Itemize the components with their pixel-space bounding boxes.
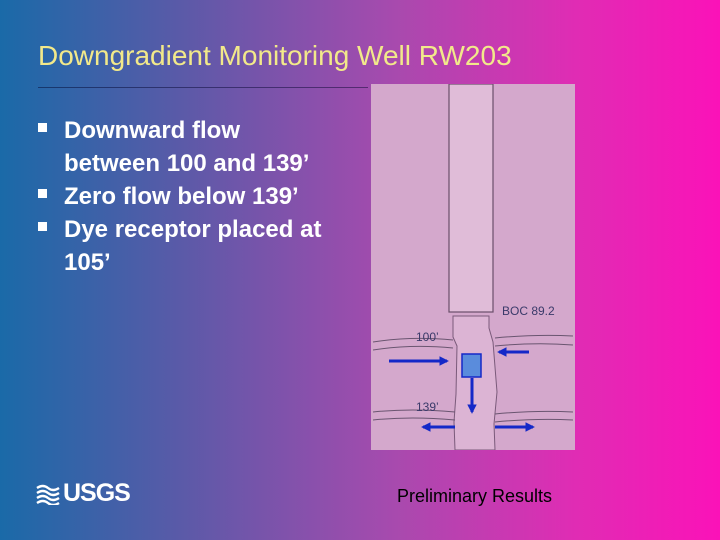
usgs-logo-text: USGS — [63, 479, 131, 507]
square-bullet-icon — [38, 123, 47, 132]
usgs-logo: USGS — [36, 479, 131, 507]
bullet-text: Zero flow below 139’ — [64, 183, 299, 210]
square-bullet-icon — [38, 189, 47, 198]
title-divider — [38, 87, 368, 88]
depth-label-top: 100’ — [416, 330, 439, 344]
square-bullet-icon — [38, 222, 47, 231]
bullet-item: Downward flow between 100 and 139’ — [36, 114, 336, 180]
layer-line — [372, 409, 574, 415]
well-casing — [448, 84, 494, 313]
open-borehole — [452, 315, 498, 450]
slide-title: Downgradient Monitoring Well RW203 — [38, 40, 512, 71]
bullet-list: Downward flow between 100 and 139’ Zero … — [36, 114, 336, 279]
bullet-item: Dye receptor placed at 105’ — [36, 213, 336, 279]
depth-label-bottom: 139’ — [416, 400, 439, 414]
usgs-wave-icon — [36, 484, 60, 505]
bullet-text: Downward flow between 100 and 139’ — [64, 117, 310, 177]
bullet-item: Zero flow below 139’ — [36, 180, 336, 213]
layer-line — [372, 417, 574, 423]
boc-label: BOC 89.2 — [502, 304, 555, 318]
bullet-text: Dye receptor placed at 105’ — [64, 216, 322, 276]
preliminary-results-note: Preliminary Results — [397, 486, 553, 506]
layer-line — [372, 334, 574, 343]
well-diagram: BOC 89.2 100’ 139’ — [371, 84, 575, 450]
layer-line — [372, 343, 574, 351]
dye-receptor-icon — [461, 353, 482, 378]
